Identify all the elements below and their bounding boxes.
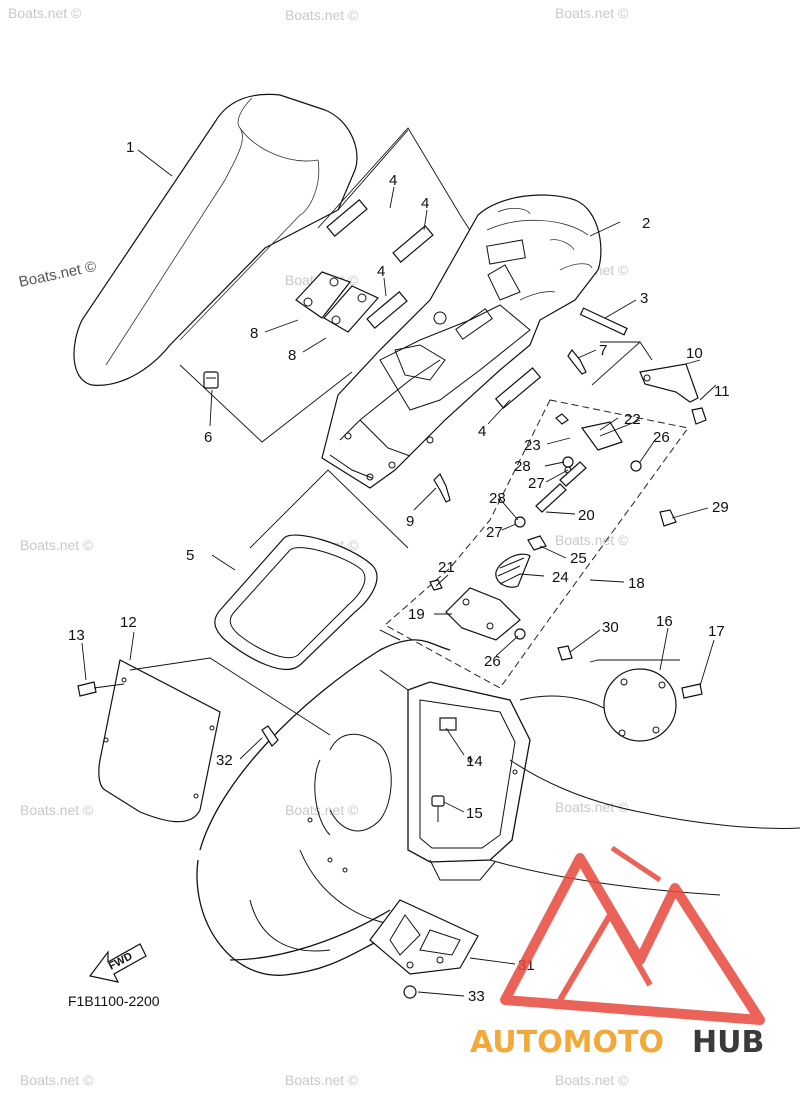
watermark-text: Boats.net © xyxy=(555,1072,629,1088)
watermark-text: Boats.net © xyxy=(20,802,94,818)
pin-part-32 xyxy=(261,725,279,747)
callout-28: 28 xyxy=(514,458,531,475)
callout-4: 4 xyxy=(377,263,385,280)
callout-5: 5 xyxy=(186,547,194,564)
subassembly-box-18 xyxy=(384,399,689,689)
callout-25: 25 xyxy=(570,550,587,567)
pin-parts xyxy=(433,348,587,503)
watermark-text: Boats.net © xyxy=(20,537,94,553)
forward-arrow-icon: FWD xyxy=(88,943,147,983)
watermark-text: Boats.net © xyxy=(555,532,629,548)
callout-19: 19 xyxy=(408,606,425,623)
callout-16: 16 xyxy=(656,613,673,630)
watermark-text: Boats.net © xyxy=(285,802,359,818)
callout-20: 20 xyxy=(578,507,595,524)
callout-6: 6 xyxy=(204,429,212,446)
callout-33: 33 xyxy=(468,988,485,1005)
brand-wordmark: AUTOMOTO HUB xyxy=(470,1025,764,1060)
callout-4: 4 xyxy=(421,195,429,212)
callout-13: 13 xyxy=(68,627,85,644)
callout-29: 29 xyxy=(712,499,729,516)
brand-logo-icon xyxy=(500,845,765,1025)
watermark-text: Boats.net © xyxy=(20,1072,94,1088)
callout-23: 23 xyxy=(524,437,541,454)
hood-part xyxy=(321,194,602,489)
pad-parts-4 xyxy=(326,199,542,409)
watermark-text: Boats.net © xyxy=(555,799,629,815)
callout-7: 7 xyxy=(599,342,607,359)
callout-30: 30 xyxy=(602,619,619,636)
drain-plug-15 xyxy=(431,795,445,822)
brand-text-part1: AUTOMOTO xyxy=(470,1025,664,1060)
clip-part-6 xyxy=(203,371,219,389)
diagram-code: F1B1100-2200 xyxy=(68,993,160,1009)
callout-21: 21 xyxy=(438,559,455,576)
callout-2: 2 xyxy=(642,215,650,232)
callout-8: 8 xyxy=(250,325,258,342)
callout-27: 27 xyxy=(486,524,503,541)
mechanism-parts xyxy=(429,413,677,661)
callout-17: 17 xyxy=(708,623,725,640)
callout-28: 28 xyxy=(489,490,506,507)
callout-27: 27 xyxy=(528,475,545,492)
callout-18: 18 xyxy=(628,575,645,592)
callout-3: 3 xyxy=(640,290,648,307)
watermark-text: Boats.net © xyxy=(8,5,82,21)
callout-8: 8 xyxy=(288,347,296,364)
watermark-text: Boats.net © xyxy=(285,1072,359,1088)
bracket-parts-8 xyxy=(295,271,379,333)
bracket-part-10 xyxy=(639,359,717,425)
callout-4: 4 xyxy=(478,423,486,440)
callout-12: 12 xyxy=(120,614,137,631)
watermark-text: Boats.net © xyxy=(285,7,359,23)
gasket-part-5 xyxy=(214,469,409,670)
callout-1: 1 xyxy=(126,139,134,156)
seat-part xyxy=(73,93,358,386)
callout-26: 26 xyxy=(484,653,501,670)
inspection-cover-16 xyxy=(589,659,703,742)
callout-9: 9 xyxy=(406,513,414,530)
callout-14: 14 xyxy=(466,753,483,770)
watermark-text: Boats.net © xyxy=(17,258,97,291)
callout-24: 24 xyxy=(552,569,569,586)
callout-15: 15 xyxy=(466,805,483,822)
cover-plate-12 xyxy=(77,657,331,823)
rod-part-3 xyxy=(579,307,628,336)
watermark-text: Boats.net © xyxy=(555,5,629,21)
callout-4: 4 xyxy=(389,172,397,189)
callout-11: 11 xyxy=(714,383,730,400)
callout-26: 26 xyxy=(653,429,670,446)
callout-10: 10 xyxy=(686,345,703,362)
brand-text-part2: HUB xyxy=(692,1025,764,1060)
bracket-plate-31 xyxy=(369,899,479,999)
callout-32: 32 xyxy=(216,752,233,769)
leader-lines xyxy=(81,149,715,997)
callout-22: 22 xyxy=(624,411,641,428)
